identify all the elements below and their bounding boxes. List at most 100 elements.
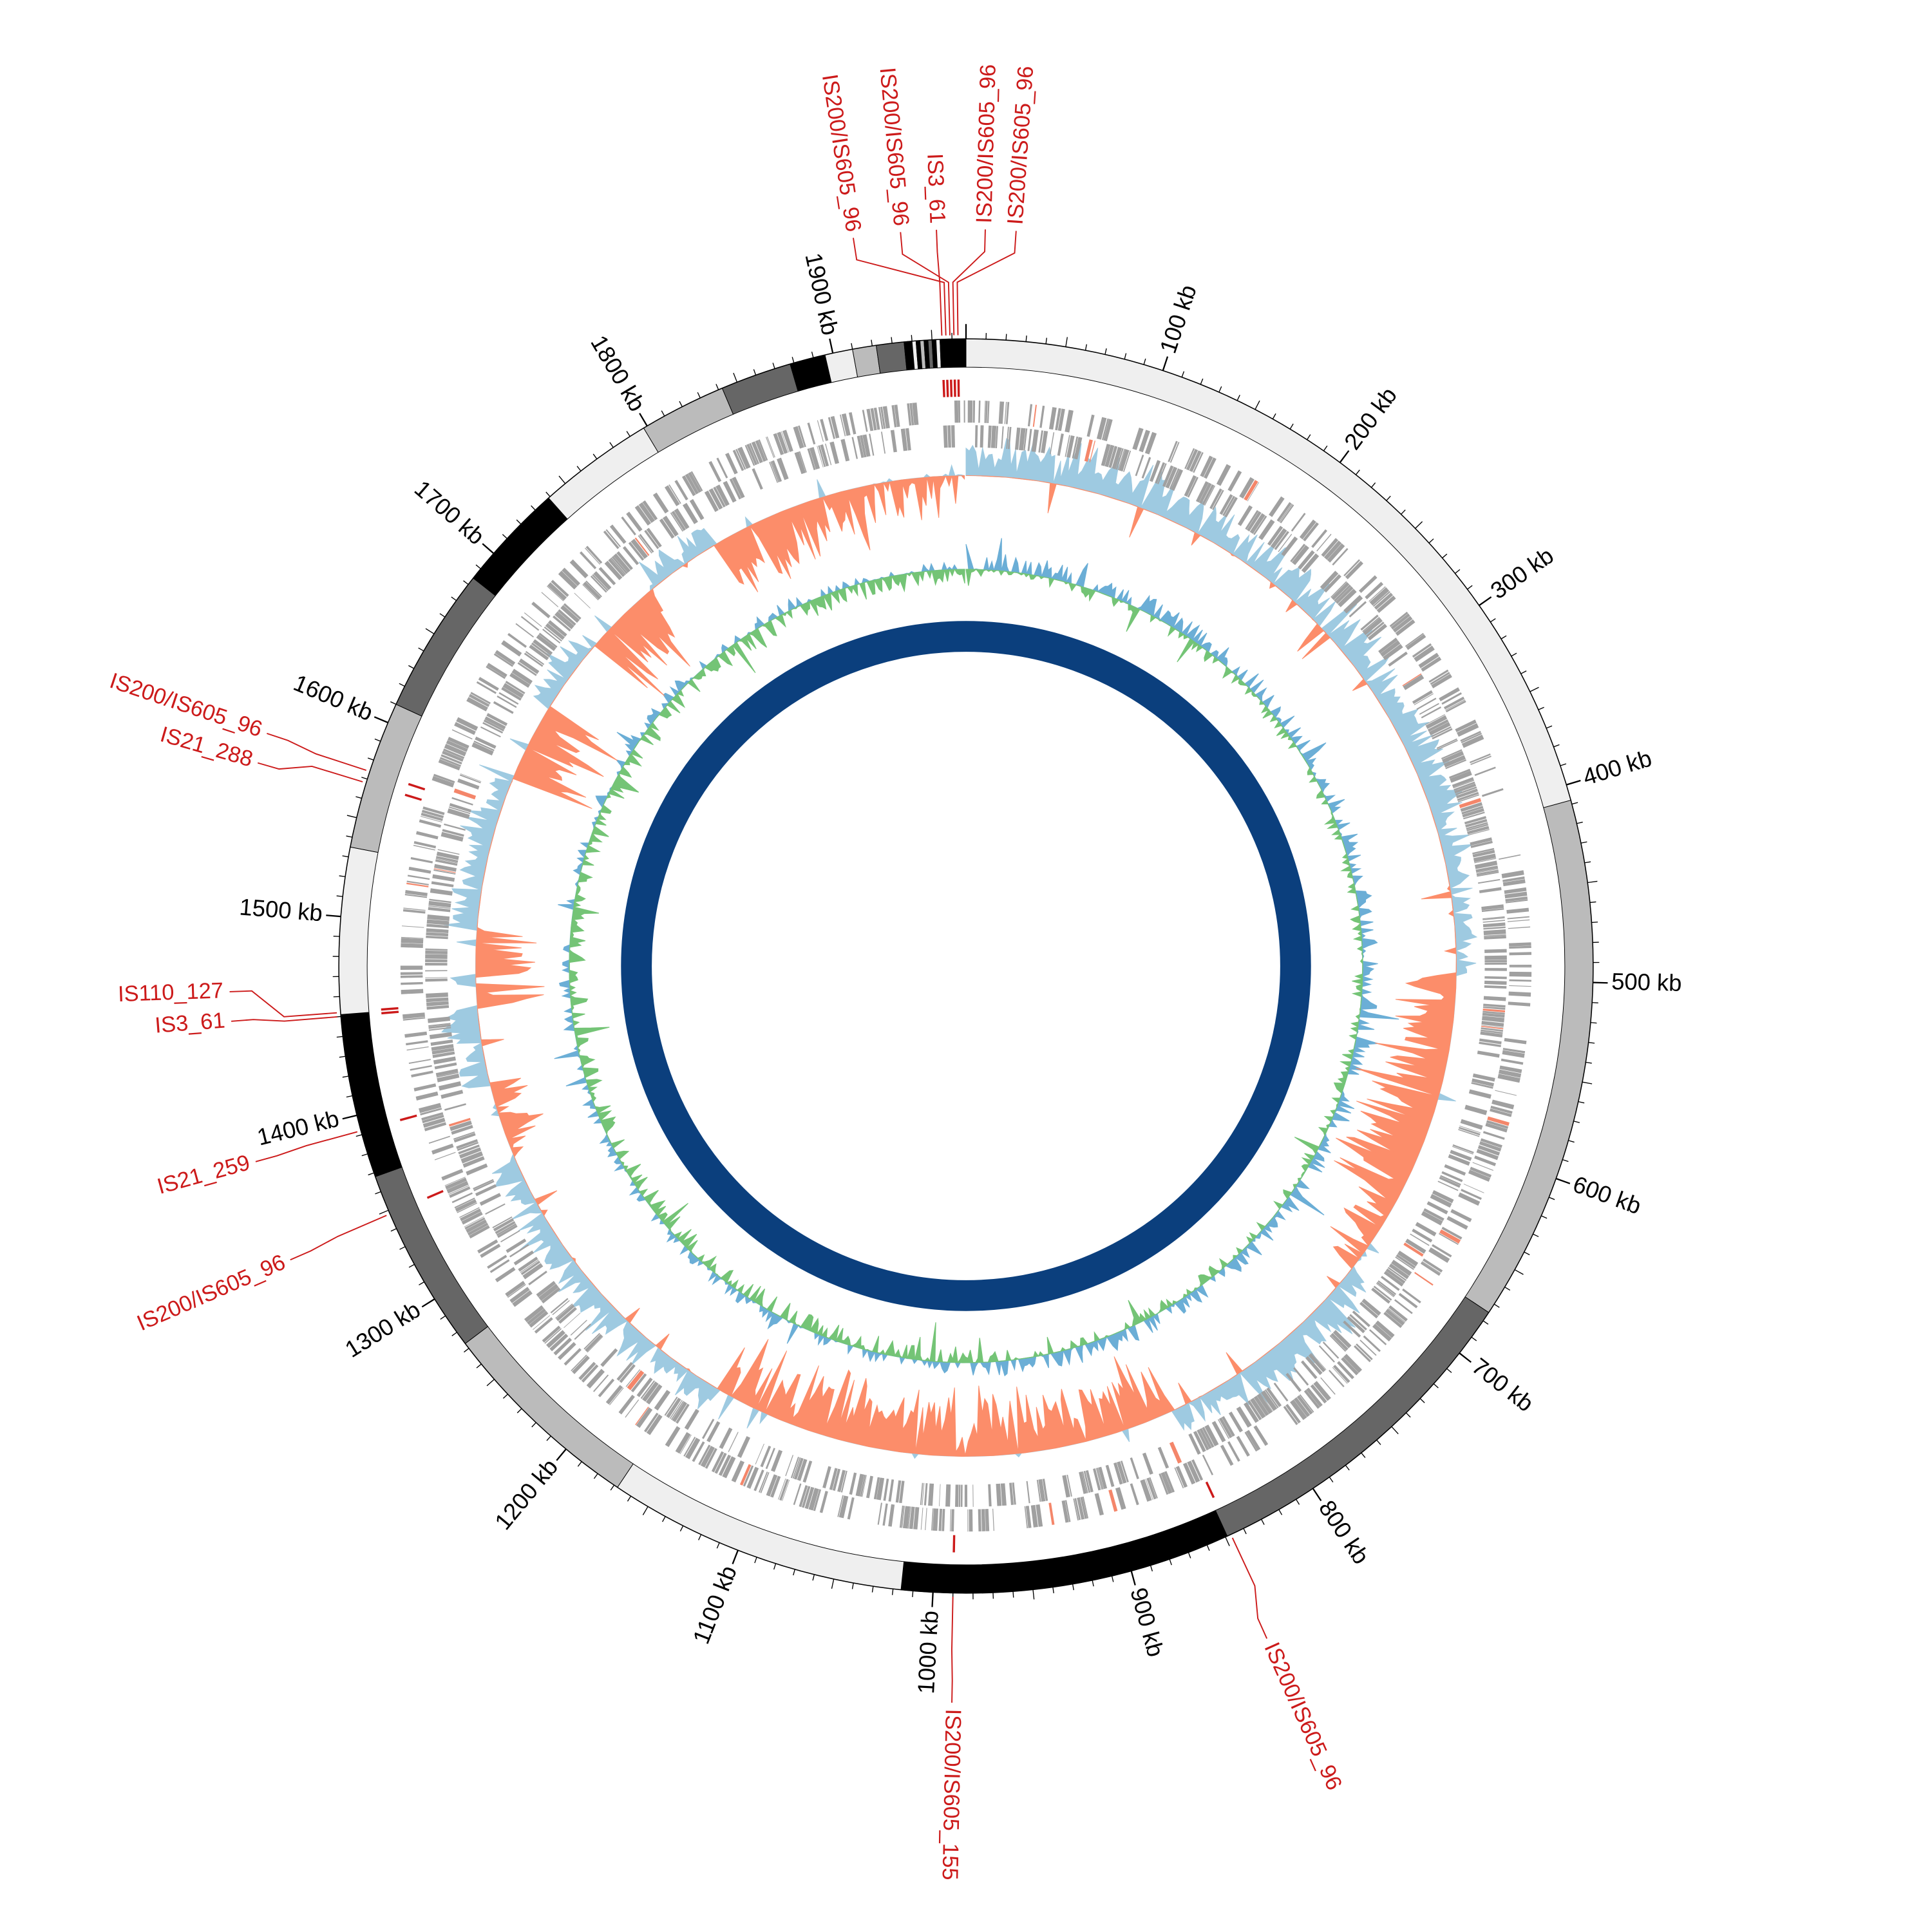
- scale-tick: [1428, 538, 1434, 544]
- scale-tick: [390, 701, 397, 705]
- gene-mark: [891, 404, 897, 428]
- gene-mark: [866, 408, 874, 431]
- gene-mark: [1508, 991, 1531, 997]
- scale-tick: [361, 1153, 368, 1157]
- gene-mark: [400, 965, 423, 970]
- gene-mark: [646, 527, 662, 548]
- gene-mark: [728, 1432, 739, 1452]
- scale-tick: [1442, 553, 1448, 558]
- gene-mark: [431, 881, 454, 887]
- gene-mark: [1198, 482, 1212, 504]
- gene-mark: [716, 457, 728, 478]
- gene-mark: [1174, 1467, 1184, 1489]
- gene-mark: [860, 435, 867, 458]
- gene-mark: [415, 831, 439, 840]
- gene-mark: [435, 858, 458, 864]
- gene-mark: [777, 457, 789, 480]
- scale-tick: [1236, 395, 1240, 401]
- contig-segment: [852, 345, 881, 378]
- gene-mark: [443, 748, 465, 759]
- gene-mark: [1484, 968, 1507, 971]
- gene-mark: [483, 719, 505, 732]
- gene-mark: [501, 687, 522, 701]
- gene-mark: [987, 401, 990, 423]
- gene-mark: [1244, 1402, 1259, 1423]
- gene-mark: [578, 1361, 596, 1381]
- gene-mark: [636, 1407, 653, 1428]
- gene-mark: [415, 1091, 439, 1101]
- gene-mark: [1452, 1146, 1473, 1155]
- scale-tick: [1225, 1537, 1230, 1546]
- gene-mark: [829, 1468, 838, 1490]
- scale-tick: [1546, 725, 1553, 729]
- gene-mark: [404, 1031, 428, 1038]
- gene-mark: [732, 477, 745, 498]
- gene-mark: [760, 1472, 770, 1493]
- gene-mark: [809, 447, 820, 470]
- gene-mark: [1420, 1262, 1441, 1276]
- gene-mark: [518, 658, 540, 674]
- gene-mark: [882, 1503, 888, 1526]
- scale-tick: [1312, 1488, 1322, 1502]
- gene-mark: [662, 515, 679, 537]
- gene-mark: [555, 1303, 573, 1319]
- gene-mark: [945, 1484, 951, 1507]
- gene-mark: [1482, 917, 1505, 920]
- gene-mark: [840, 414, 846, 437]
- gene-mark: [1260, 1390, 1278, 1411]
- gene-mark: [942, 1508, 945, 1531]
- gene-mark: [425, 950, 448, 954]
- scale-tick: [772, 363, 775, 369]
- gene-mark: [907, 403, 912, 426]
- scale-tick: [577, 1461, 582, 1467]
- is-element-mark: [953, 379, 956, 397]
- gene-mark: [1481, 908, 1504, 913]
- gene-mark: [798, 425, 806, 448]
- scale-tick: [715, 384, 719, 390]
- scale-tick: [1361, 1452, 1366, 1458]
- gene-mark: [1470, 840, 1493, 848]
- gene-mark: [428, 1016, 451, 1023]
- gene-mark: [967, 400, 973, 423]
- scale-tick: [342, 855, 349, 858]
- gene-mark: [1293, 1397, 1311, 1417]
- gene-mark: [1470, 755, 1492, 765]
- gene-mark: [458, 1144, 480, 1155]
- scale-tick: [531, 1422, 536, 1428]
- gene-mark: [1441, 1226, 1463, 1240]
- gene-mark: [1432, 1244, 1452, 1258]
- gene-mark: [1042, 1479, 1048, 1501]
- gc-skew-below: [569, 568, 1364, 1364]
- gene-mark: [475, 1184, 497, 1197]
- gene-mark: [987, 425, 992, 448]
- gene-mark: [743, 1465, 754, 1487]
- gene-mark: [1505, 899, 1528, 904]
- gene-mark: [1089, 440, 1095, 462]
- scale-tick: [831, 1578, 835, 1589]
- gene-mark: [1281, 536, 1298, 556]
- gene-mark: [719, 1427, 733, 1449]
- gene-mark: [759, 1471, 768, 1493]
- scale-tick-label: 400 kb: [1580, 744, 1654, 790]
- gene-mark: [1482, 1016, 1505, 1023]
- gene-mark: [1306, 1387, 1323, 1407]
- scale-tick: [773, 1563, 777, 1570]
- gene-mark: [1490, 1105, 1513, 1114]
- gene-mark: [436, 1072, 459, 1078]
- gene-mark: [1483, 926, 1506, 930]
- gene-mark: [1378, 1280, 1397, 1295]
- gene-mark: [638, 502, 655, 523]
- gene-mark: [571, 1354, 587, 1372]
- gene-mark: [1372, 591, 1390, 607]
- gene-mark: [1253, 1425, 1269, 1446]
- gene-mark: [1305, 1356, 1323, 1376]
- gene-mark: [1187, 1461, 1200, 1483]
- gene-mark: [1162, 465, 1174, 488]
- gene-mark: [802, 1460, 813, 1483]
- gene-mark: [1509, 945, 1531, 949]
- gene-mark: [1140, 1479, 1152, 1502]
- gene-mark: [438, 759, 460, 771]
- gene-mark: [509, 672, 531, 688]
- gene-mark: [799, 1485, 808, 1508]
- gene-mark: [654, 1390, 670, 1411]
